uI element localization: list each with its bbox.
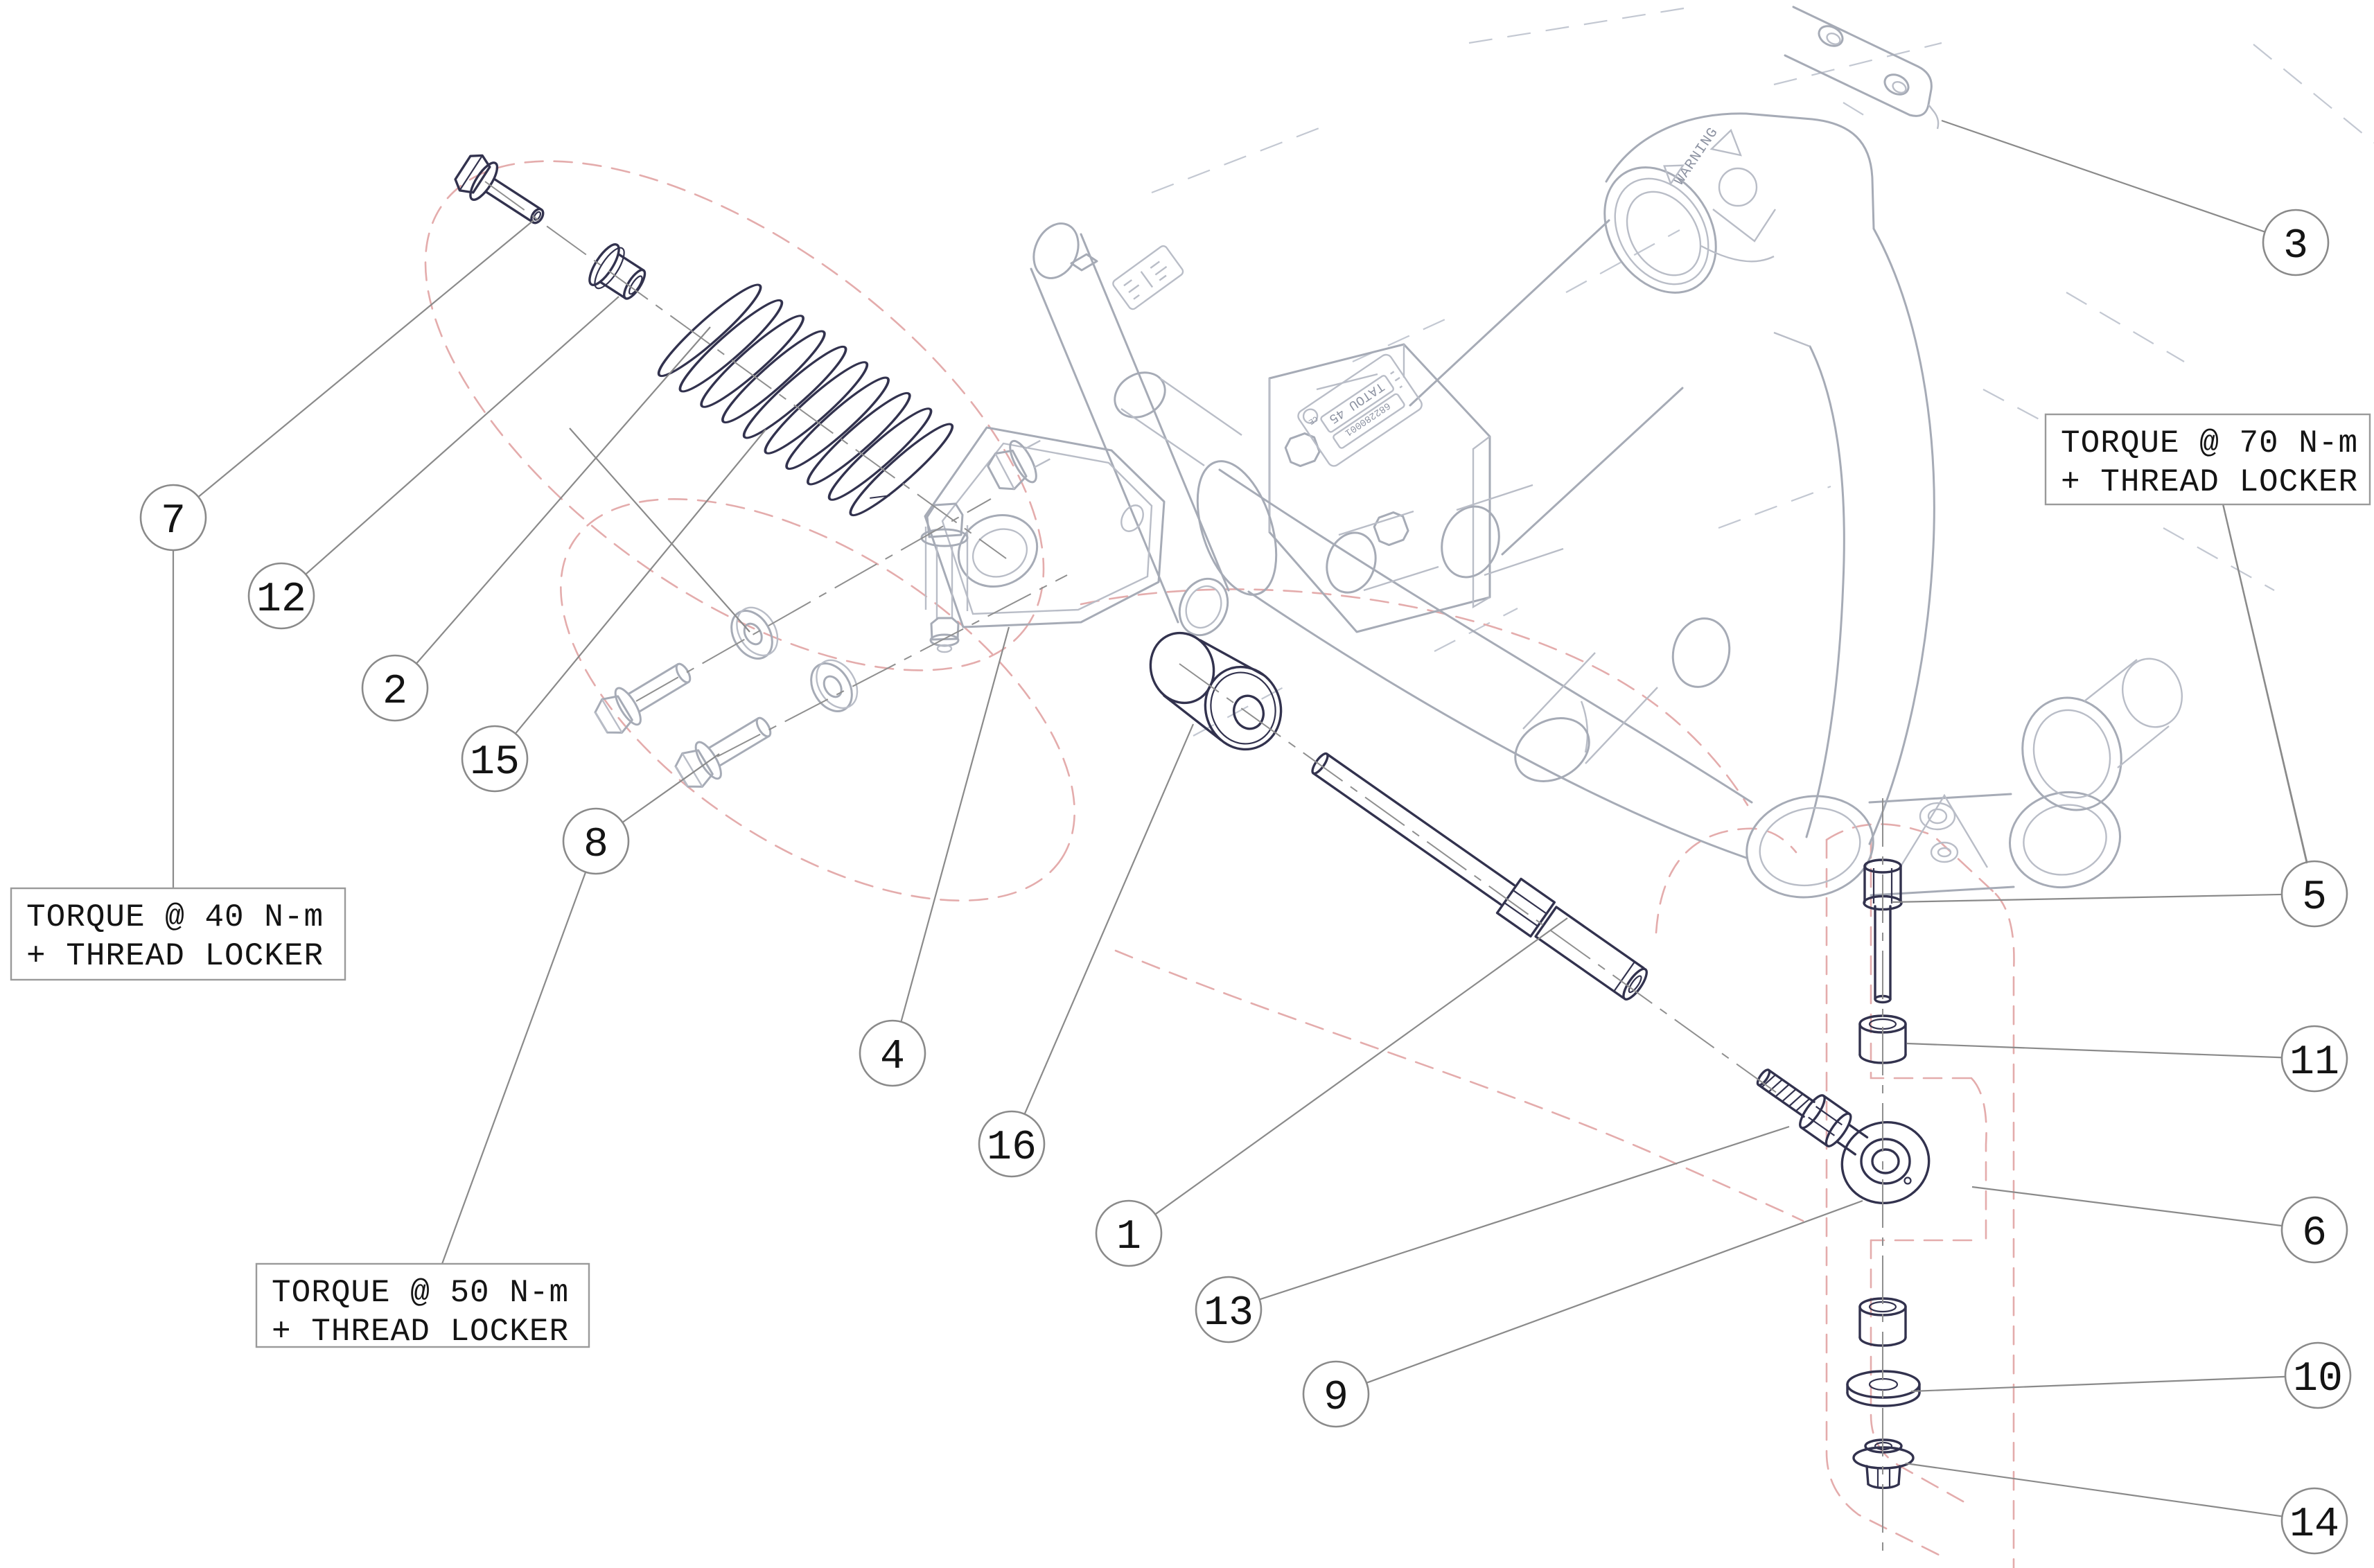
phantom-outlines bbox=[424, 160, 2015, 1568]
note-text-line: TORQUE @ 50 N-m bbox=[272, 1275, 569, 1311]
callout-number: 6 bbox=[2302, 1210, 2327, 1258]
hardware-parts bbox=[454, 154, 1931, 1490]
flange-bolt-7 bbox=[454, 154, 545, 224]
callout-11: 11 bbox=[1906, 1025, 2348, 1093]
flanged-bushing-12 bbox=[588, 243, 647, 300]
leader-line bbox=[1154, 917, 1568, 1215]
note-leader bbox=[441, 872, 587, 1265]
callout-number: 7 bbox=[161, 498, 186, 545]
backing-plate bbox=[1784, 6, 1940, 130]
cross-tubes bbox=[1114, 371, 1731, 782]
callout-number: 12 bbox=[256, 576, 306, 624]
callout-balloon bbox=[2262, 209, 2330, 276]
leader-line bbox=[416, 326, 711, 664]
callout-3: 3 bbox=[1941, 119, 2330, 276]
callout-9: 9 bbox=[1302, 1199, 1863, 1428]
callout-8: 8 bbox=[562, 753, 720, 875]
callout-number: 13 bbox=[1204, 1290, 1254, 1337]
callout-number: 14 bbox=[2289, 1501, 2339, 1549]
callout-4: 4 bbox=[859, 626, 1010, 1087]
callout-balloon bbox=[461, 725, 529, 793]
washer-b bbox=[810, 659, 859, 712]
callout-number: 4 bbox=[880, 1034, 905, 1081]
callout-number: 3 bbox=[2283, 223, 2308, 270]
upper-link-tube bbox=[1030, 222, 1230, 637]
callout-balloon bbox=[1302, 1360, 1370, 1428]
note-box bbox=[2044, 413, 2371, 506]
note-text-line: + THREAD LOCKER bbox=[2061, 464, 2358, 500]
callout-13: 13 bbox=[1195, 1125, 1790, 1344]
callout-15: 15 bbox=[461, 429, 766, 793]
leader-line bbox=[1891, 893, 2283, 904]
note-leader bbox=[2222, 504, 2308, 864]
icon-sticker bbox=[1112, 245, 1184, 310]
leader-line bbox=[305, 296, 619, 575]
leader-line bbox=[1941, 119, 2265, 233]
note-text-line: + THREAD LOCKER bbox=[272, 1314, 569, 1350]
leader-line bbox=[1259, 1125, 1790, 1301]
leader-line bbox=[900, 626, 1010, 1022]
centerlines bbox=[484, 181, 1883, 1560]
coil-spring-2 bbox=[657, 283, 954, 517]
callout-number: 9 bbox=[1324, 1375, 1348, 1422]
callout-balloon bbox=[2284, 1341, 2352, 1409]
note-box bbox=[255, 1262, 590, 1348]
flange-bolt-b bbox=[674, 716, 772, 788]
callout-12: 12 bbox=[247, 296, 619, 630]
leader-line bbox=[197, 220, 534, 497]
note-text-line: TORQUE @ 40 N-m bbox=[26, 899, 324, 935]
leader-line bbox=[1905, 1462, 2283, 1517]
bracket-through-bolt bbox=[920, 502, 969, 653]
callout-balloon bbox=[1195, 1276, 1263, 1344]
leader-line bbox=[1023, 723, 1195, 1115]
axle-housing bbox=[1746, 658, 2183, 899]
callout-number: 1 bbox=[1116, 1214, 1141, 1261]
callout-balloon bbox=[2280, 1196, 2348, 1264]
torsion-rod-1 bbox=[1311, 752, 1648, 1001]
callout-balloon bbox=[2280, 860, 2348, 928]
leader-line bbox=[622, 753, 720, 823]
note-box bbox=[10, 887, 346, 981]
callout-number: 10 bbox=[2293, 1356, 2343, 1403]
leader-line bbox=[1971, 1186, 2283, 1227]
callout-number: 2 bbox=[383, 669, 407, 716]
callout-balloon bbox=[1095, 1199, 1163, 1267]
callout-number: 16 bbox=[987, 1125, 1037, 1172]
torque-70-note: TORQUE @ 70 N-m+ THREAD LOCKER bbox=[2044, 413, 2371, 864]
callout-16: 16 bbox=[978, 723, 1195, 1178]
leader-line bbox=[1910, 1375, 2286, 1393]
callout-balloon bbox=[247, 562, 315, 630]
torque-40-note: TORQUE @ 40 N-m+ THREAD LOCKER bbox=[10, 550, 346, 981]
callout-balloon bbox=[2280, 1025, 2348, 1093]
construction-lines bbox=[1151, 7, 2374, 737]
cone-bushing-16 bbox=[1149, 631, 1283, 751]
callout-balloon bbox=[978, 1110, 1046, 1178]
leader-line bbox=[515, 429, 766, 734]
callout-10: 10 bbox=[1910, 1341, 2352, 1409]
mount-plate bbox=[1268, 343, 1491, 633]
leader-line bbox=[1906, 1042, 2283, 1059]
callout-1: 1 bbox=[1095, 917, 1568, 1267]
callout-14: 14 bbox=[1905, 1462, 2348, 1555]
note-text-line: TORQUE @ 70 N-m bbox=[2061, 425, 2358, 461]
torque-50-note: TORQUE @ 50 N-m+ THREAD LOCKER bbox=[255, 872, 590, 1350]
callout-balloon bbox=[562, 807, 630, 875]
callout-balloon bbox=[361, 654, 429, 722]
callout-2: 2 bbox=[361, 326, 711, 722]
callout-balloon bbox=[2280, 1487, 2348, 1555]
callout-number: 8 bbox=[583, 822, 608, 869]
pivot-ring-boss bbox=[1603, 112, 1875, 294]
callout-number: 11 bbox=[2289, 1039, 2339, 1086]
callout-number: 15 bbox=[470, 739, 520, 786]
callout-balloon bbox=[859, 1019, 926, 1087]
note-text-line: + THREAD LOCKER bbox=[26, 938, 324, 974]
leader-line bbox=[1366, 1199, 1863, 1384]
callout-6: 6 bbox=[1971, 1186, 2348, 1264]
main-beam bbox=[1196, 460, 1753, 859]
rod-end-assembly bbox=[1756, 1068, 1931, 1205]
callout-number: 5 bbox=[2302, 874, 2327, 922]
pivot-bracket bbox=[920, 426, 1166, 653]
